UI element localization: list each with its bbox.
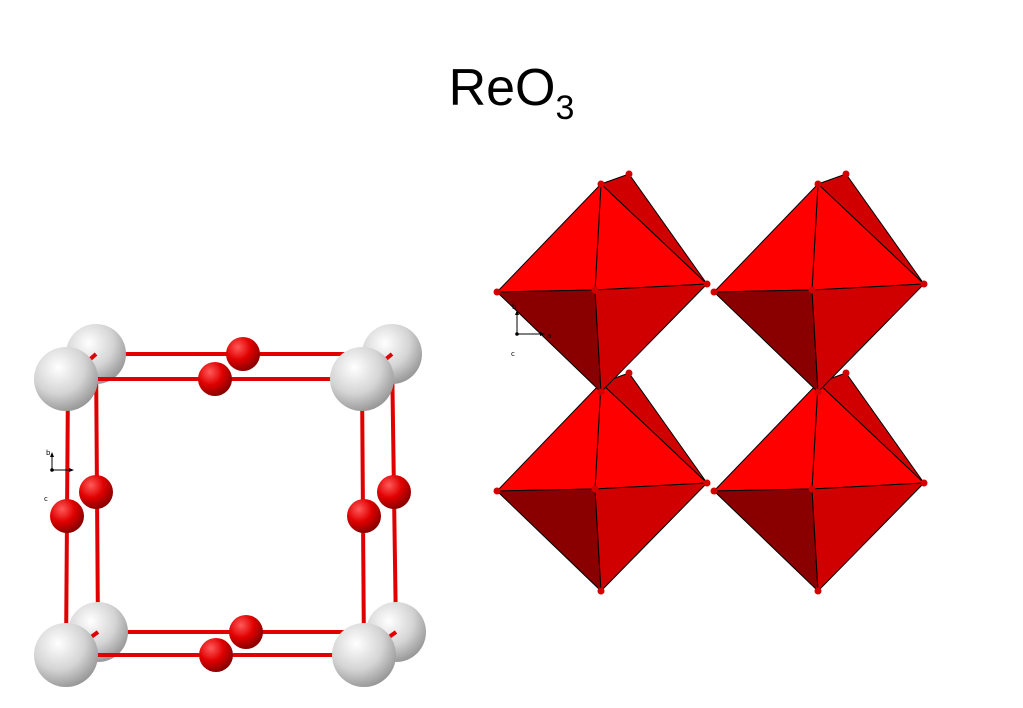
polyhedra-axis-label-right: a <box>547 332 551 340</box>
polyhedra-axis-label-out: c <box>511 350 515 358</box>
face-top-left <box>713 382 819 492</box>
oxygen-vertex <box>625 369 633 377</box>
oxygen-vertex <box>920 280 928 288</box>
face-top-right <box>811 382 925 490</box>
octahedra-model <box>493 170 928 595</box>
oxygen-vertex <box>842 170 850 178</box>
o-atom-front-right <box>347 499 381 533</box>
face-top-left <box>496 183 602 293</box>
o-atom-front-left <box>50 499 84 533</box>
oxygen-vertex <box>842 369 850 377</box>
o-atom-back-left <box>79 475 113 509</box>
oxygen-vertex <box>493 288 501 296</box>
re-atom-front-top-right <box>330 347 394 411</box>
octahedron-bottom-right <box>710 369 928 595</box>
unit-cell-model: b c <box>34 324 426 687</box>
octahedron-top-right <box>710 170 928 396</box>
face-top-left <box>713 183 819 293</box>
face-bottom-left <box>713 289 819 393</box>
o-atom-back-top <box>226 337 260 371</box>
oxygen-vertex <box>591 286 599 294</box>
oxygen-vertex <box>597 388 605 396</box>
polyhedra-axis-label-up: b <box>512 303 517 311</box>
oxygen-vertex <box>710 487 718 495</box>
re-atom-front-top-left <box>34 347 98 411</box>
face-top-right <box>811 183 925 291</box>
face-bottom-right <box>811 482 925 592</box>
o-atom-front-bottom <box>199 638 233 672</box>
o-atom-back-bottom <box>229 615 263 649</box>
oxygen-vertex <box>591 485 599 493</box>
face-top-left <box>496 382 602 492</box>
oxygen-vertex <box>703 280 711 288</box>
face-bottom-right <box>594 283 708 393</box>
octahedron-bottom-left <box>493 369 711 595</box>
oxygen-vertex <box>625 170 633 178</box>
oxygen-vertex <box>808 286 816 294</box>
page-title: ReO3 <box>448 59 575 127</box>
oxygen-vertex <box>710 288 718 296</box>
oxygen-vertex <box>597 180 605 188</box>
face-top-right <box>594 183 708 291</box>
oxygen-vertex <box>597 587 605 595</box>
octahedron-top-left <box>493 170 711 396</box>
face-bottom-right <box>811 283 925 393</box>
oxygen-vertex <box>493 487 501 495</box>
face-top-right <box>594 382 708 490</box>
oxygen-vertex <box>814 388 822 396</box>
re-atom-front-bottom-left <box>34 623 98 687</box>
face-bottom-left <box>496 488 602 592</box>
oxygen-vertex <box>814 180 822 188</box>
face-bottom-right <box>594 482 708 592</box>
unit-cell-axis-label-out: c <box>44 495 48 503</box>
polyhedra-axis-indicator: b a c <box>511 303 551 358</box>
re-atom-front-bottom-right <box>332 623 396 687</box>
oxygen-vertex <box>703 479 711 487</box>
unit-cell-axis-indicator: b c <box>44 449 74 503</box>
oxygen-vertex <box>808 485 816 493</box>
face-bottom-left <box>713 488 819 592</box>
o-atom-back-right <box>377 475 411 509</box>
oxygen-vertex <box>814 587 822 595</box>
oxygen-vertex <box>920 479 928 487</box>
unit-cell-axis-label-up: b <box>46 449 51 457</box>
o-atom-front-top <box>198 362 232 396</box>
